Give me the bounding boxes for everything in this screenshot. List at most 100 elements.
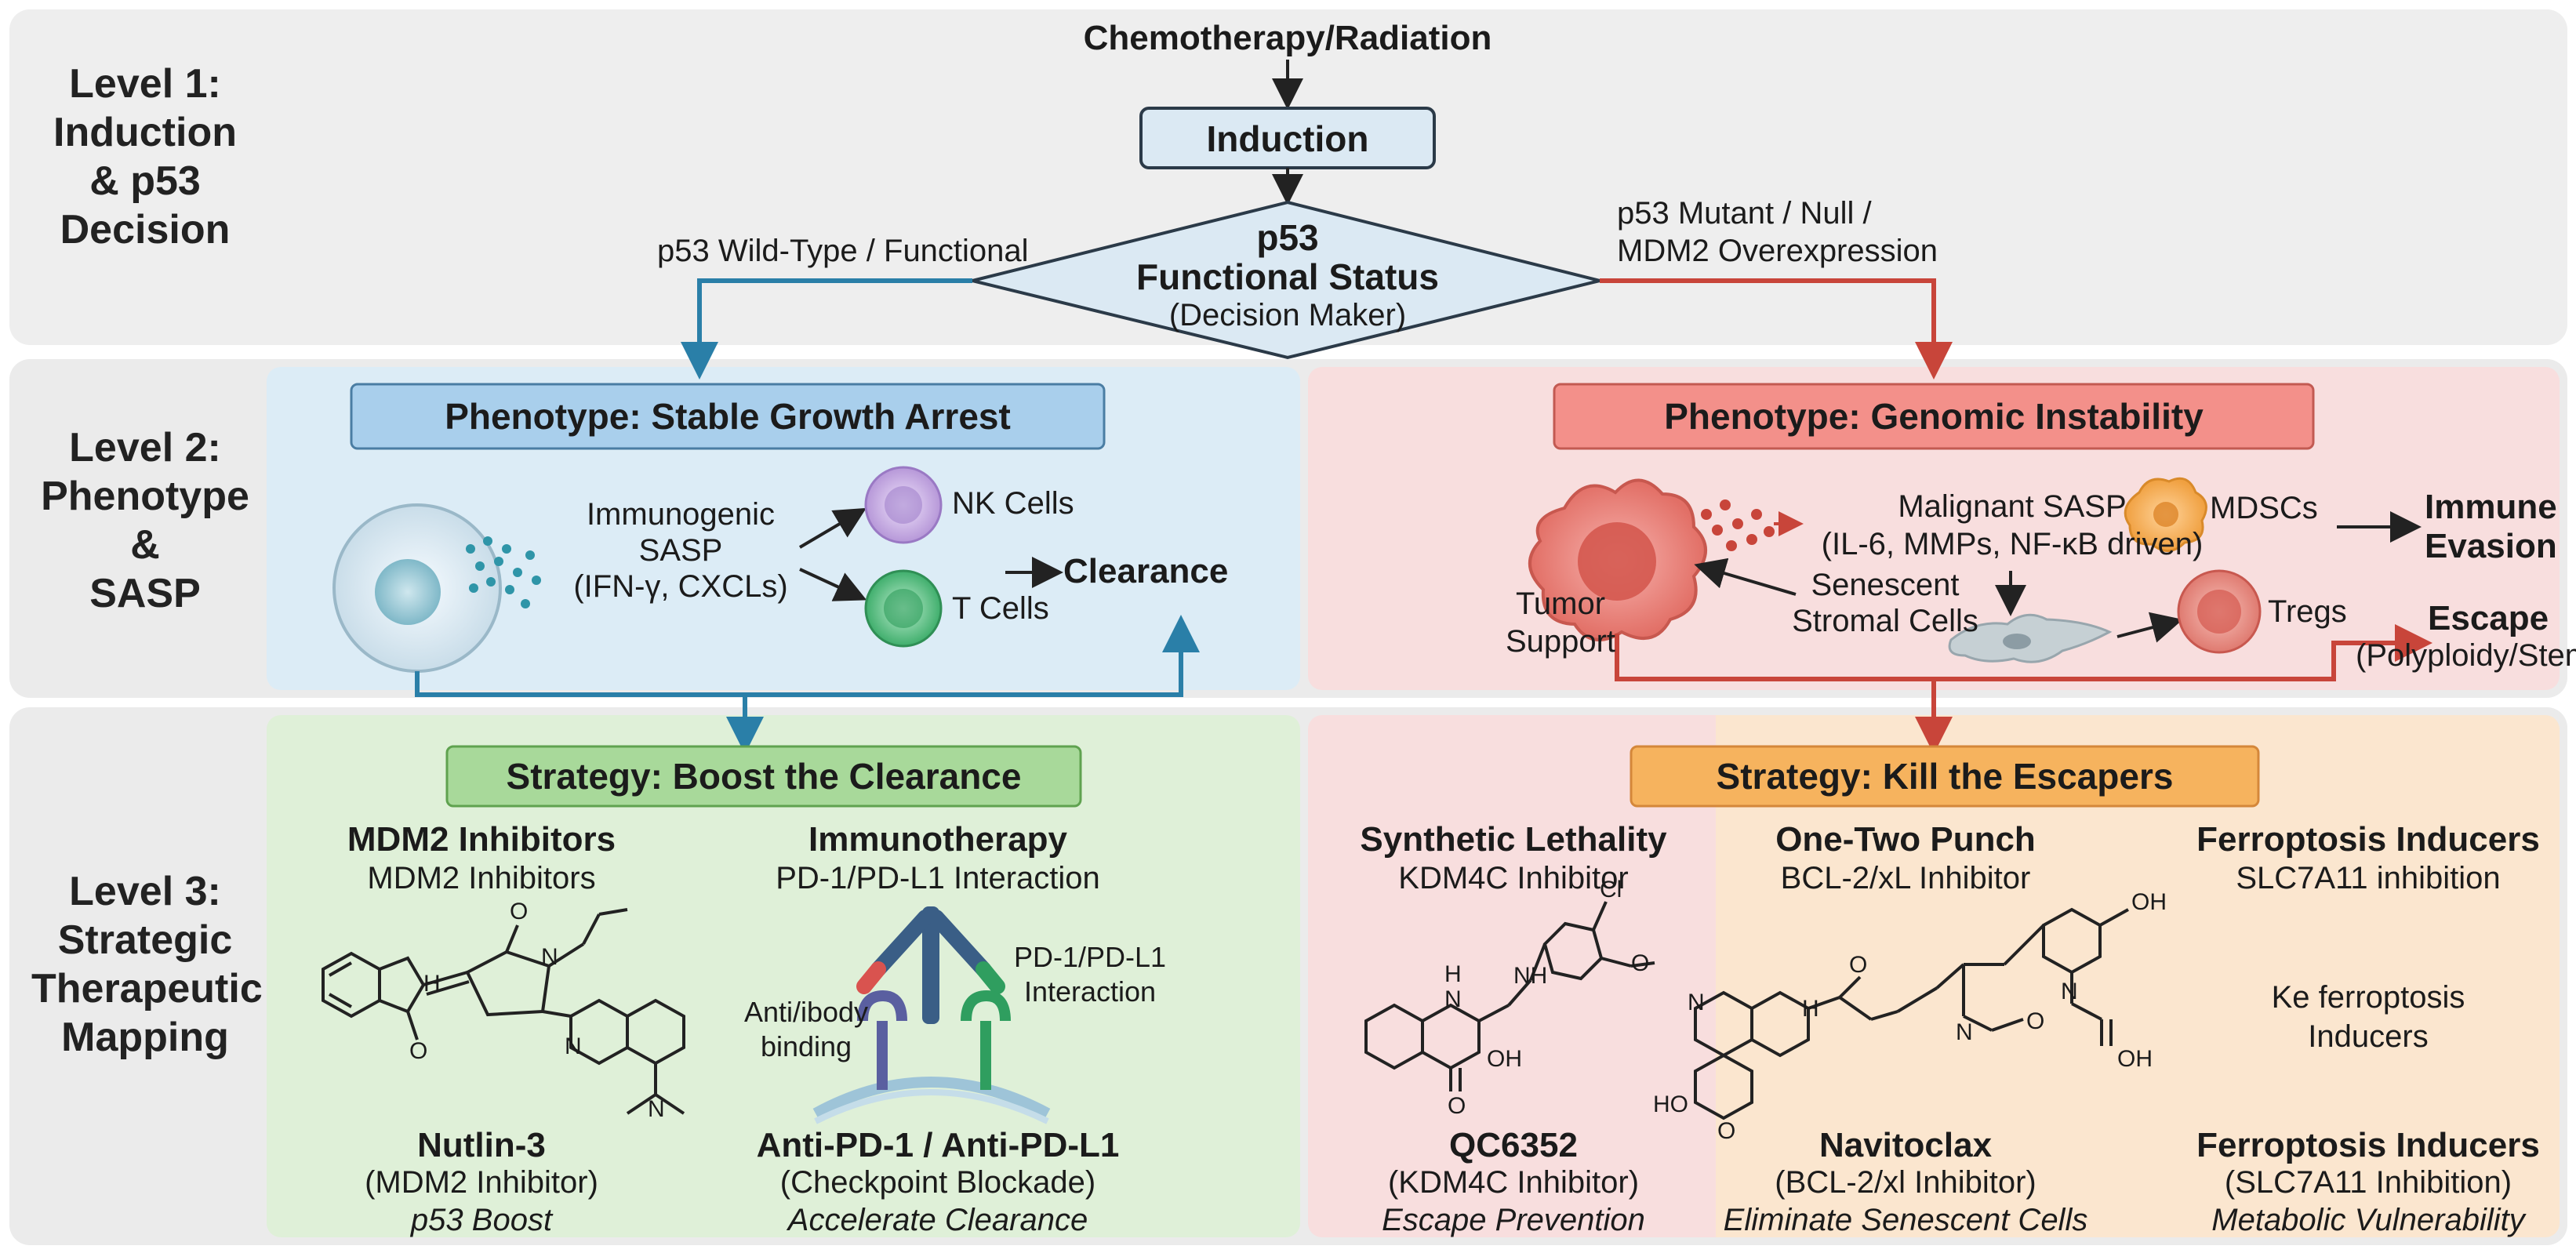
p53-diamond-title-2: Functional Status — [1136, 256, 1439, 297]
immunogenic-sasp-label-1: Immunogenic — [586, 497, 776, 532]
senescent-stromal-label-1: Senescent — [1811, 568, 1960, 602]
chem-label-oh: OH — [2131, 889, 2167, 915]
tregs-label: Tregs — [2268, 594, 2347, 629]
synthetic-lethality-title: Synthetic Lethality — [1360, 820, 1667, 859]
mdm2-title: MDM2 Inhibitors — [347, 820, 616, 859]
clearance-label: Clearance — [1063, 552, 1229, 590]
nutlin3-goal: p53 Boost — [410, 1203, 553, 1237]
navitoclax-goal: Eliminate Senescent Cells — [1723, 1203, 2088, 1237]
antibody-binding-label-1: Anti/ibody — [743, 996, 869, 1028]
mdsc-icon — [2124, 477, 2207, 552]
senescent-stromal-label-2: Stromal Cells — [1792, 604, 1978, 638]
treg-nucleus — [2197, 590, 2241, 634]
chem-label-o: O — [1448, 1093, 1466, 1119]
stromal-cell-icon — [1948, 613, 2113, 663]
immune-evasion-label-1: Immune — [2425, 488, 2557, 526]
level3-label-line: Strategic — [57, 917, 233, 963]
anti-pd1-name: Anti-PD-1 / Anti-PD-L1 — [756, 1126, 1120, 1164]
phenotype-genomic-instability-header: Phenotype: Genomic Instability — [1664, 396, 2204, 437]
level2-label-line: & — [130, 522, 160, 568]
t-cells-label: T Cells — [952, 591, 1049, 626]
level1-label-line: Level 1: — [69, 61, 221, 107]
level3-label-line: Therapeutic — [31, 966, 263, 1011]
chem-label-o: O — [409, 1038, 428, 1064]
one-two-punch-subtitle: BCL-2/xL Inhibitor — [1780, 861, 2031, 895]
connector-arrest-to-clearance-loop — [415, 615, 1200, 697]
connector-instability-to-escape — [1615, 624, 2432, 681]
chem-label-o: O — [510, 899, 529, 924]
chem-label-cl: Cl — [1600, 877, 1622, 903]
chem-label-n: N — [565, 1033, 582, 1059]
chem-label-o: O — [2026, 1008, 2045, 1034]
navitoclax-name: Navitoclax — [1818, 1126, 1993, 1164]
chem-label-h: H — [423, 971, 441, 997]
pd1-interaction-label-1: PD-1/PD-L1 — [1013, 941, 1167, 973]
ferroptosis-drug-class: (SLC7A11 Inhibition) — [2224, 1165, 2512, 1200]
connector-mutant-branch — [1600, 278, 1953, 380]
chem-label-oh: OH — [1487, 1046, 1522, 1072]
chem-label-n: N — [2061, 979, 2078, 1004]
level2-label-line: Level 2: — [69, 425, 221, 470]
mdscs-label: MDSCs — [2210, 491, 2318, 525]
chem-label-o: O — [1717, 1118, 1736, 1144]
strategy-kill-escapers-header: Strategy: Kill the Escapers — [1716, 756, 2174, 797]
chem-label-o: O — [1849, 952, 1868, 978]
escape-label: Escape — [2428, 599, 2549, 637]
anti-pd1-goal: Accelerate Clearance — [787, 1203, 1088, 1237]
sasp-dots-right — [1701, 499, 1775, 551]
nk-cells-label: NK Cells — [952, 486, 1074, 521]
chem-label-n: N — [648, 1096, 665, 1122]
qc6352-structure — [1364, 901, 1655, 1091]
chem-label-n: N — [1956, 1019, 1973, 1045]
ferroptosis-title: Ferroptosis Inducers — [2196, 820, 2540, 859]
pd1-interaction-label-2: Interaction — [1023, 975, 1157, 1008]
immunogenic-sasp-label-3: (IFN-γ, CXCLs) — [573, 569, 788, 604]
chemotherapy-radiation-label: Chemotherapy/Radiation — [1083, 19, 1492, 57]
tumor-support-label-1: Tumor — [1515, 587, 1606, 621]
induction-label: Induction — [1206, 118, 1369, 159]
phenotype-left-header-box — [350, 383, 1106, 450]
level2-label-line: Phenotype — [41, 474, 249, 519]
chem-label-n: N — [541, 944, 558, 970]
chem-label-h: H — [1802, 996, 1819, 1022]
level1-label-line: & p53 — [89, 158, 201, 204]
qc6352-name: QC6352 — [1449, 1126, 1578, 1164]
nutlin3-class: (MDM2 Inhibitor) — [365, 1165, 598, 1200]
synthetic-lethality-subtitle: KDM4C Inhibitor — [1398, 861, 1629, 895]
level1-label: Level 1: Induction & p53 Decision — [31, 60, 259, 254]
strategy-boost-clearance-header: Strategy: Boost the Clearance — [506, 756, 1022, 797]
level1-label-line: Decision — [60, 207, 231, 252]
arrow-sasp-to-nk — [798, 507, 867, 549]
mutant-branch-label-1: p53 Mutant / Null / — [1617, 196, 1872, 231]
wildtype-branch-label: p53 Wild-Type / Functional — [657, 234, 1029, 268]
nk-cell-nucleus — [885, 486, 922, 524]
phenotype-stable-growth-arrest-header: Phenotype: Stable Growth Arrest — [445, 396, 1011, 437]
nutlin3-name: Nutlin-3 — [417, 1126, 546, 1164]
immunotherapy-title: Immunotherapy — [808, 820, 1068, 859]
strategy-right-header-box — [1630, 745, 2260, 808]
escape-subtitle: (Polyploidy/Stemness) — [2356, 638, 2576, 673]
chem-label-o: O — [1631, 950, 1650, 976]
p53-decision-diamond — [972, 200, 1600, 360]
mdm2-subtitle: MDM2 Inhibitors — [367, 861, 596, 895]
one-two-punch-title: One-Two Punch — [1775, 820, 2036, 859]
p53-diamond-title-1: p53 — [1256, 217, 1319, 258]
phenotype-right-header-box — [1553, 383, 2315, 450]
connector-wildtype-branch — [681, 278, 972, 380]
immunogenic-sasp-label-2: SASP — [638, 533, 723, 568]
chem-label-oh: OH — [2117, 1046, 2153, 1072]
arrow-stromal-to-tregs — [2116, 612, 2183, 643]
chem-label-n: N — [1444, 986, 1462, 1012]
qc6352-class: (KDM4C Inhibitor) — [1387, 1165, 1640, 1200]
ferroptosis-goal: Metabolic Vulnerability — [2211, 1203, 2525, 1237]
mutant-branch-label-2: MDM2 Overexpression — [1617, 234, 1938, 268]
p53-diamond-subtitle: (Decision Maker) — [1168, 298, 1407, 332]
arrow-stromal-to-tumor-support — [1694, 557, 1797, 596]
sasp-dots-left — [466, 536, 541, 608]
anti-pd1-class: (Checkpoint Blockade) — [779, 1165, 1096, 1200]
nutlin3-structure — [322, 908, 685, 1115]
ferroptosis-mid-label-1: Ke ferroptosis — [2271, 980, 2465, 1015]
level3-label: Level 3: Strategic Therapeutic Mapping — [31, 867, 263, 1062]
antibody-illustration — [812, 906, 1051, 1124]
